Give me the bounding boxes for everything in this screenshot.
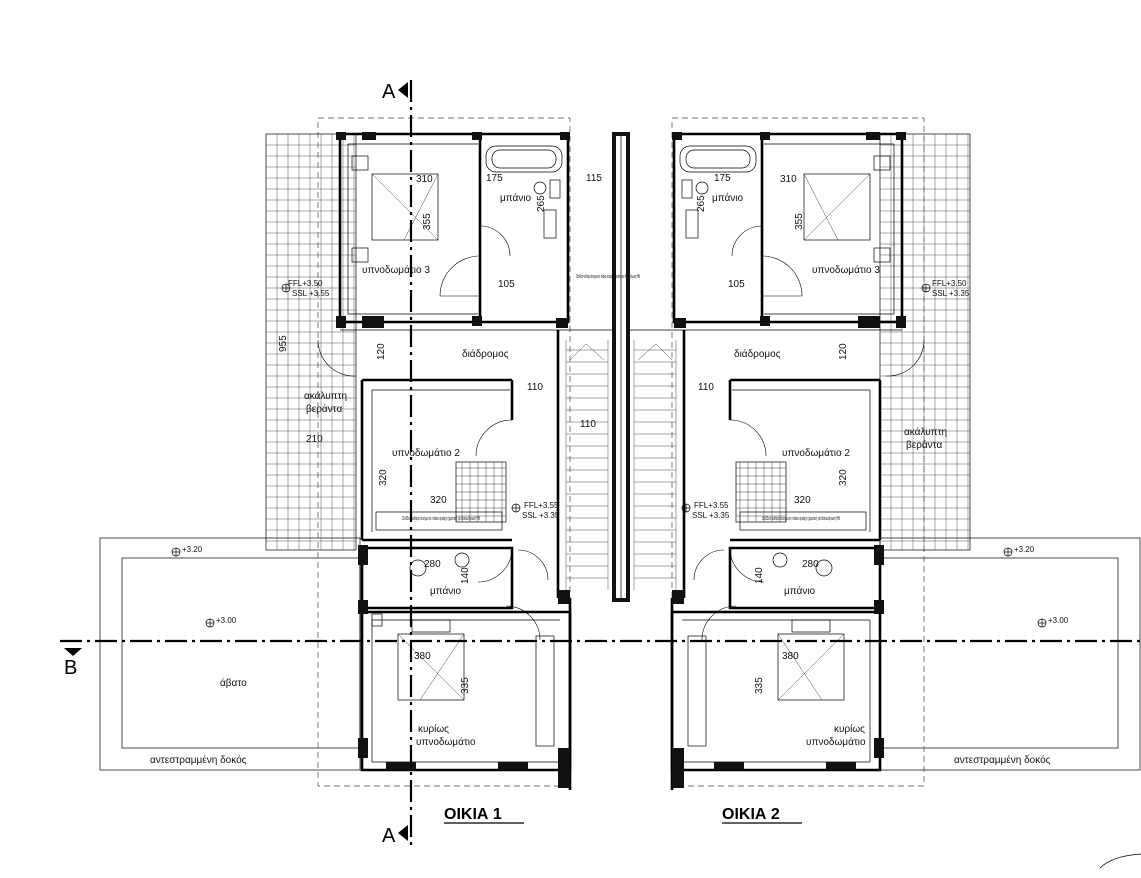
house2-title: ΟΙΚΙΑ 2 <box>722 806 780 823</box>
corner-mark <box>1099 853 1141 869</box>
h2-bedroom2-label: υπνοδωμάτιο 2 <box>782 447 850 459</box>
h1-beam-label: αντεστραμμένη δοκός <box>150 754 247 766</box>
h2-bath2-label: μπάνιο <box>784 585 816 597</box>
h1-stair-dim: 110 <box>580 419 596 430</box>
h1-bedroom2-label: υπνοδωμάτιο 2 <box>392 447 460 459</box>
section-label-a-top: A <box>382 81 396 103</box>
h2-bedroom2-height: 320 <box>838 469 849 486</box>
h2-bath-label: μπάνιο <box>712 192 744 204</box>
h2-beam-label: αντεστραμμένη δοκός <box>954 754 1051 766</box>
house1-columns <box>336 132 630 788</box>
h2-veranda-label-1: ακάλυπτη <box>904 426 947 438</box>
h1-master-height: 335 <box>460 677 471 694</box>
h1-veranda-label-2: βεράντα <box>306 403 342 415</box>
h1-hall-ffl: FFL+3.55 <box>524 501 559 510</box>
h1-shaft-note-2: 30x35cm καθαρό άνοιγμα σε πλάκα οροφής (… <box>402 515 480 522</box>
house1-fixtures <box>351 145 609 747</box>
h1-hall-ssl: SSL +3.35 <box>522 511 560 520</box>
h1-bath-height: 265 <box>536 195 547 212</box>
h2-door-dim: 105 <box>728 279 745 290</box>
h1-shaft-note: 15x40cm καθαρό άνοιγμα σε πλάκα οροφής (… <box>576 273 640 280</box>
h1-bedroom3-height: 355 <box>422 213 433 230</box>
h1-bedroom2-width: 320 <box>430 495 447 506</box>
veranda-right <box>879 133 971 551</box>
h2-level-markers <box>681 283 1047 628</box>
h1-roof-level-2: +3.00 <box>216 616 237 625</box>
h1-shaft-dim: 115 <box>586 173 602 184</box>
h1-veranda-label-1: ακάλυπτη <box>304 390 347 402</box>
drawing-line <box>585 343 605 361</box>
h2-veranda-ffl: FFL+3.50 <box>932 279 967 288</box>
h2-roof-level-2: +3.00 <box>1048 616 1069 625</box>
h1-corridor-width: 110 <box>527 382 543 393</box>
h2-bedroom3-width: 310 <box>780 174 797 185</box>
h2-hall-ffl: FFL+3.55 <box>694 501 729 510</box>
h1-bedroom3-label: υπνοδωμάτιο 3 <box>362 264 430 276</box>
h1-bedroom2-height: 320 <box>378 469 389 486</box>
h2-corridor-width: 110 <box>698 382 714 393</box>
section-label-b: B <box>64 657 77 679</box>
h1-veranda-height: 955 <box>278 335 289 352</box>
h2-bedroom2-width: 320 <box>794 495 811 506</box>
h2-bath-width: 175 <box>714 173 731 184</box>
h2-veranda-ssl: SSL +3.35 <box>932 289 970 298</box>
h1-corridor-height: 120 <box>376 343 387 360</box>
h2-master-height: 335 <box>754 677 765 694</box>
h2-bedroom3-label: υπνοδωμάτιο 3 <box>812 264 880 276</box>
h1-bath2-width: 280 <box>424 559 441 570</box>
h1-veranda-ffl: FFL+3.50 <box>288 279 323 288</box>
h1-roof-label: άβατο <box>220 677 247 689</box>
h1-roof-level-1: +3.20 <box>182 545 203 554</box>
h2-bath2-height: 140 <box>754 567 765 584</box>
h2-hall-ssl: SSL +3.35 <box>692 511 730 520</box>
h1-bath-label: μπάνιο <box>500 192 532 204</box>
h1-bedroom3-width: 310 <box>416 174 433 185</box>
house1-title: ΟΙΚΙΑ 1 <box>444 806 502 823</box>
section-line-a <box>398 80 413 850</box>
h1-bath2-label: μπάνιο <box>430 585 462 597</box>
drawing-line <box>637 343 657 361</box>
h2-corridor-height: 120 <box>838 343 849 360</box>
h2-bath-height: 265 <box>696 195 707 212</box>
h2-corridor-label: διάδρομος <box>734 348 781 360</box>
h2-master-width: 380 <box>782 651 799 662</box>
roof-left <box>99 537 361 771</box>
h2-roof-level-1: +3.20 <box>1014 545 1035 554</box>
h1-veranda-width: 210 <box>306 434 323 445</box>
h2-master-label-1: κυρίως <box>834 723 865 735</box>
outline-house1 <box>317 117 571 787</box>
h2-bath2-width: 280 <box>802 559 819 570</box>
h1-master-label-1: κυρίως <box>418 723 449 735</box>
h1-master-width: 380 <box>414 651 431 662</box>
h2-bedroom3-height: 355 <box>794 213 805 230</box>
h2-master-label-2: υπνοδωμάτιο <box>806 736 866 748</box>
h1-door-dim: 105 <box>498 279 515 290</box>
h1-master-label-2: υπνοδωμάτιο <box>416 736 476 748</box>
section-line-b <box>60 639 1141 656</box>
h1-bath2-height: 140 <box>460 567 471 584</box>
h2-veranda-label-2: βεράντα <box>906 439 942 451</box>
h1-corridor-label: διάδρομος <box>462 348 509 360</box>
roof-right <box>879 537 1141 771</box>
section-label-a-bottom: A <box>382 825 396 847</box>
house2-walls <box>630 132 925 790</box>
h2-shaft-note-2: 30x35cm καθαρό άνοιγμα σε πλάκα οροφής (… <box>762 515 840 522</box>
drawing-line <box>655 343 673 361</box>
house1-doors <box>317 225 549 641</box>
h1-veranda-ssl: SSL +3.55 <box>292 289 330 298</box>
h1-bath-width: 175 <box>486 173 503 184</box>
h1-level-markers <box>171 283 521 628</box>
drawing-line <box>569 343 587 361</box>
